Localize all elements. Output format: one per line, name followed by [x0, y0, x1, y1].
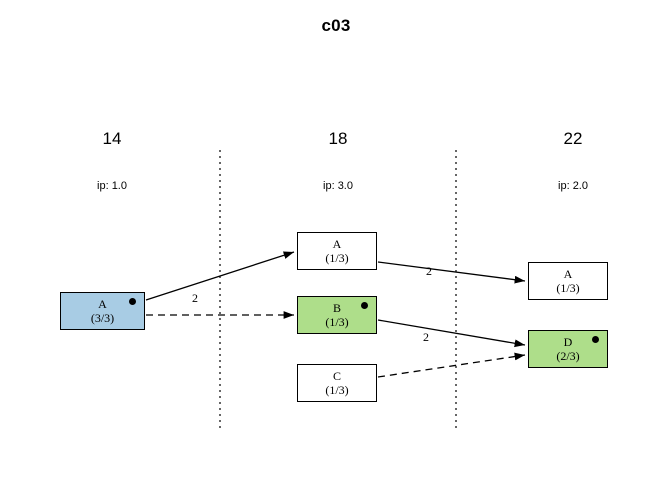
column-ip-3: ip: 2.0: [558, 180, 588, 192]
edge-mid-c-to-right-d: [377, 352, 526, 378]
node-right-a[interactable]: A (1/3): [528, 262, 608, 300]
node-marker-dot-icon: [592, 336, 599, 343]
edge-mid-a-to-right-a: [377, 261, 526, 284]
edge-mid-b-to-right-d: [377, 319, 526, 348]
node-label: A: [563, 266, 573, 281]
node-label: B: [332, 300, 341, 315]
node-mid-b[interactable]: B (1/3): [297, 296, 377, 334]
edge-label-mid-a-to-right-a: 2: [426, 264, 432, 278]
node-count: (1/3): [556, 281, 580, 295]
column-ip-2: ip: 3.0: [323, 180, 353, 192]
node-count: (2/3): [556, 349, 580, 363]
node-count: (1/3): [325, 251, 349, 265]
column-header-2: 18: [328, 129, 348, 148]
node-mid-a[interactable]: A (1/3): [297, 232, 377, 270]
node-left-a[interactable]: A (3/3): [60, 292, 145, 330]
node-count: (1/3): [325, 383, 349, 397]
node-count: (1/3): [325, 315, 349, 329]
diagram-title: c03: [321, 16, 351, 35]
node-marker-dot-icon: [361, 302, 368, 309]
edge-label-left-a-to-mid-a: 2: [192, 291, 198, 305]
node-label: A: [98, 296, 107, 311]
node-count: (3/3): [90, 311, 115, 325]
edge-label-mid-b-to-right-d: 2: [423, 330, 429, 344]
node-label: A: [332, 236, 342, 251]
node-marker-dot-icon: [129, 298, 136, 305]
node-label: D: [563, 334, 573, 349]
column-header-3: 22: [563, 129, 583, 148]
edge-left-a-to-mid-a: [145, 251, 295, 301]
node-mid-c[interactable]: C (1/3): [297, 364, 377, 402]
column-ip-1: ip: 1.0: [97, 180, 127, 192]
node-right-d[interactable]: D (2/3): [528, 330, 608, 368]
node-label: C: [332, 368, 341, 383]
column-header-1: 14: [102, 129, 122, 148]
